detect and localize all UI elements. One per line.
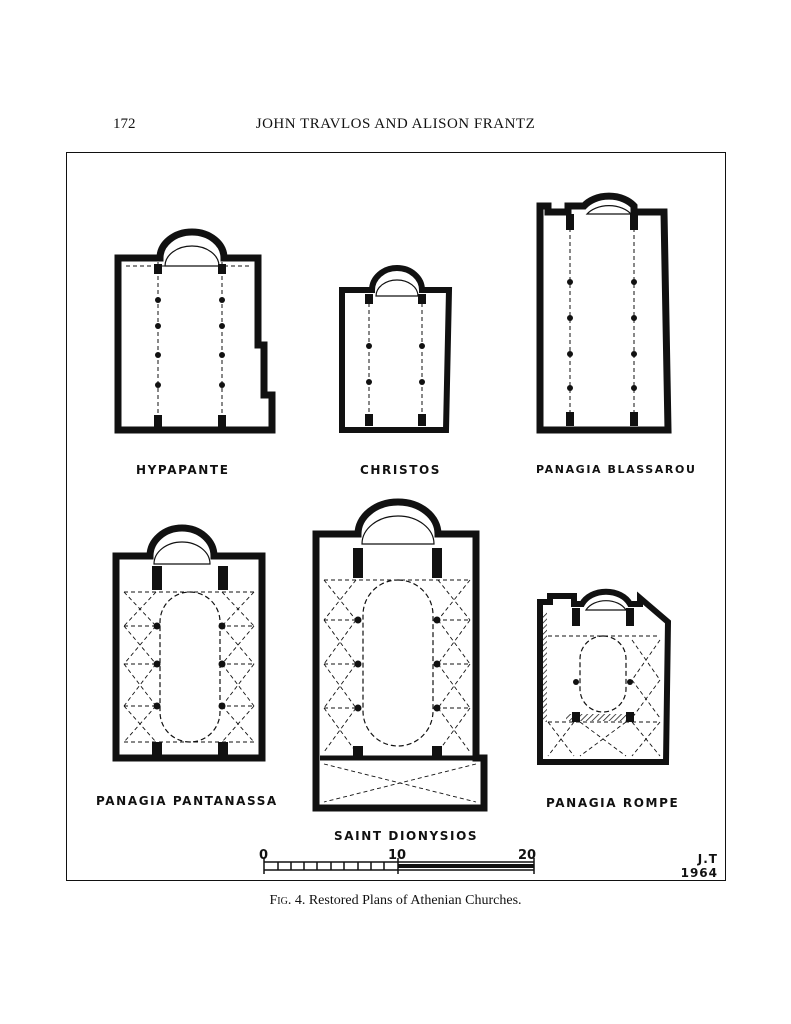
draftsman-initials: J.T bbox=[697, 852, 718, 866]
scale-bar bbox=[263, 858, 535, 874]
plan-saint-dionysios bbox=[312, 498, 488, 812]
figure-frame bbox=[66, 152, 726, 881]
plan-panagia-rompe bbox=[537, 588, 672, 765]
plan-christos bbox=[339, 265, 453, 433]
plan-panagia-blassarou bbox=[536, 192, 672, 434]
plan-label-christos: CHRISTOS bbox=[360, 463, 442, 477]
plan-label-panagia-blassarou: PANAGIA BLASSAROU bbox=[536, 463, 697, 476]
running-head: JOHN TRAVLOS AND ALISON FRANTZ bbox=[255, 116, 536, 132]
plan-panagia-pantanassa bbox=[112, 524, 266, 762]
drawing-year: 1964 bbox=[680, 866, 718, 880]
figure-caption-text: Restored Plans of Athenian Churches. bbox=[308, 893, 522, 908]
scale-tick-0: 0 bbox=[259, 848, 269, 863]
scale-tick-10: 10 bbox=[388, 848, 407, 863]
plan-hypapante bbox=[114, 228, 276, 434]
page-number: 172 bbox=[113, 116, 136, 132]
plan-label-hypapante: HYPAPANTE bbox=[136, 463, 230, 477]
plan-label-panagia-rompe: PANAGIA ROMPE bbox=[546, 796, 680, 810]
figure-caption: Fig. 4. Restored Plans of Athenian Churc… bbox=[0, 893, 791, 909]
plan-label-panagia-pantanassa: PANAGIA PANTANASSA bbox=[96, 794, 278, 808]
figure-caption-label: Fig. 4. bbox=[269, 893, 306, 908]
plan-label-saint-dionysios: SAINT DIONYSIOS bbox=[334, 829, 479, 843]
scale-tick-20: 20 bbox=[518, 848, 537, 863]
